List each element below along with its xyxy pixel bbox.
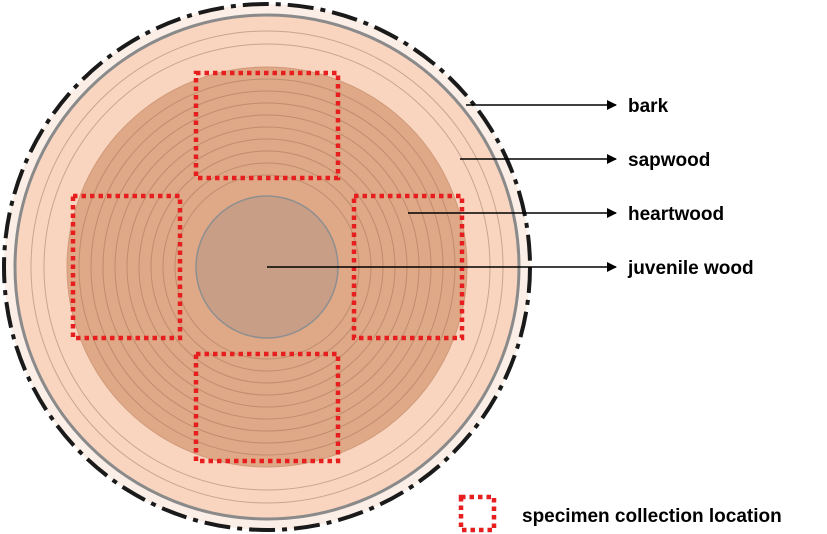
- sapwood-label: sapwood: [628, 150, 710, 171]
- specimen-box-bottom: [193, 351, 341, 464]
- legend-specimen-label: specimen collection location: [522, 506, 782, 527]
- specimen-box-left: [70, 193, 183, 341]
- heartwood-label: heartwood: [628, 204, 724, 225]
- specimen-box-top: [193, 70, 341, 181]
- juvenile-wood-label: juvenile wood: [627, 258, 754, 279]
- leader-lines: [267, 100, 617, 272]
- legend-specimen-swatch: [458, 494, 497, 533]
- legend: specimen collection location: [458, 494, 782, 533]
- bark-label: bark: [628, 96, 669, 117]
